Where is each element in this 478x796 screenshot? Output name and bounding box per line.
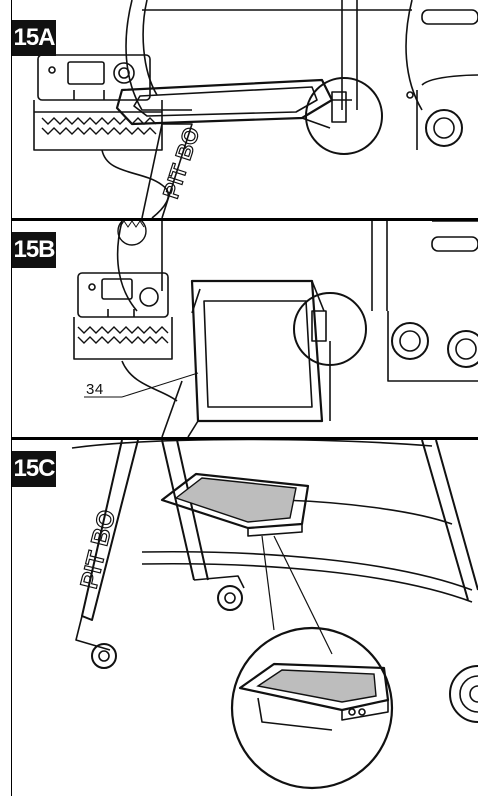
panel-label-15b: 15B: [12, 232, 56, 268]
shelf-pad-shading-zoom: [256, 669, 377, 703]
panel-divider: [12, 218, 478, 221]
svg-text:PIT BO: PIT BO: [76, 507, 122, 591]
brand-seal-icon: [117, 221, 147, 246]
panel-15c: PIT BO: [12, 440, 478, 796]
panel-label-15c: 15C: [12, 451, 56, 487]
panel-15c-drawing: PIT BO: [71, 440, 478, 790]
panel-15b-drawing: [73, 221, 478, 437]
panel-15a: PIT BO: [12, 0, 478, 218]
panel-15a-drawing: PIT BO: [33, 0, 478, 218]
shelf-pad-shading: [174, 477, 297, 523]
panel-label-15a: 15A: [12, 20, 56, 56]
callout-number: 34: [86, 381, 104, 398]
panel-divider: [12, 437, 478, 440]
panel-15b: 34: [12, 221, 478, 437]
leg-brand-mark: PIT BO: [75, 507, 122, 592]
leg-brand-mark: PIT BO: [157, 123, 205, 202]
svg-text:PIT BO: PIT BO: [158, 124, 204, 201]
